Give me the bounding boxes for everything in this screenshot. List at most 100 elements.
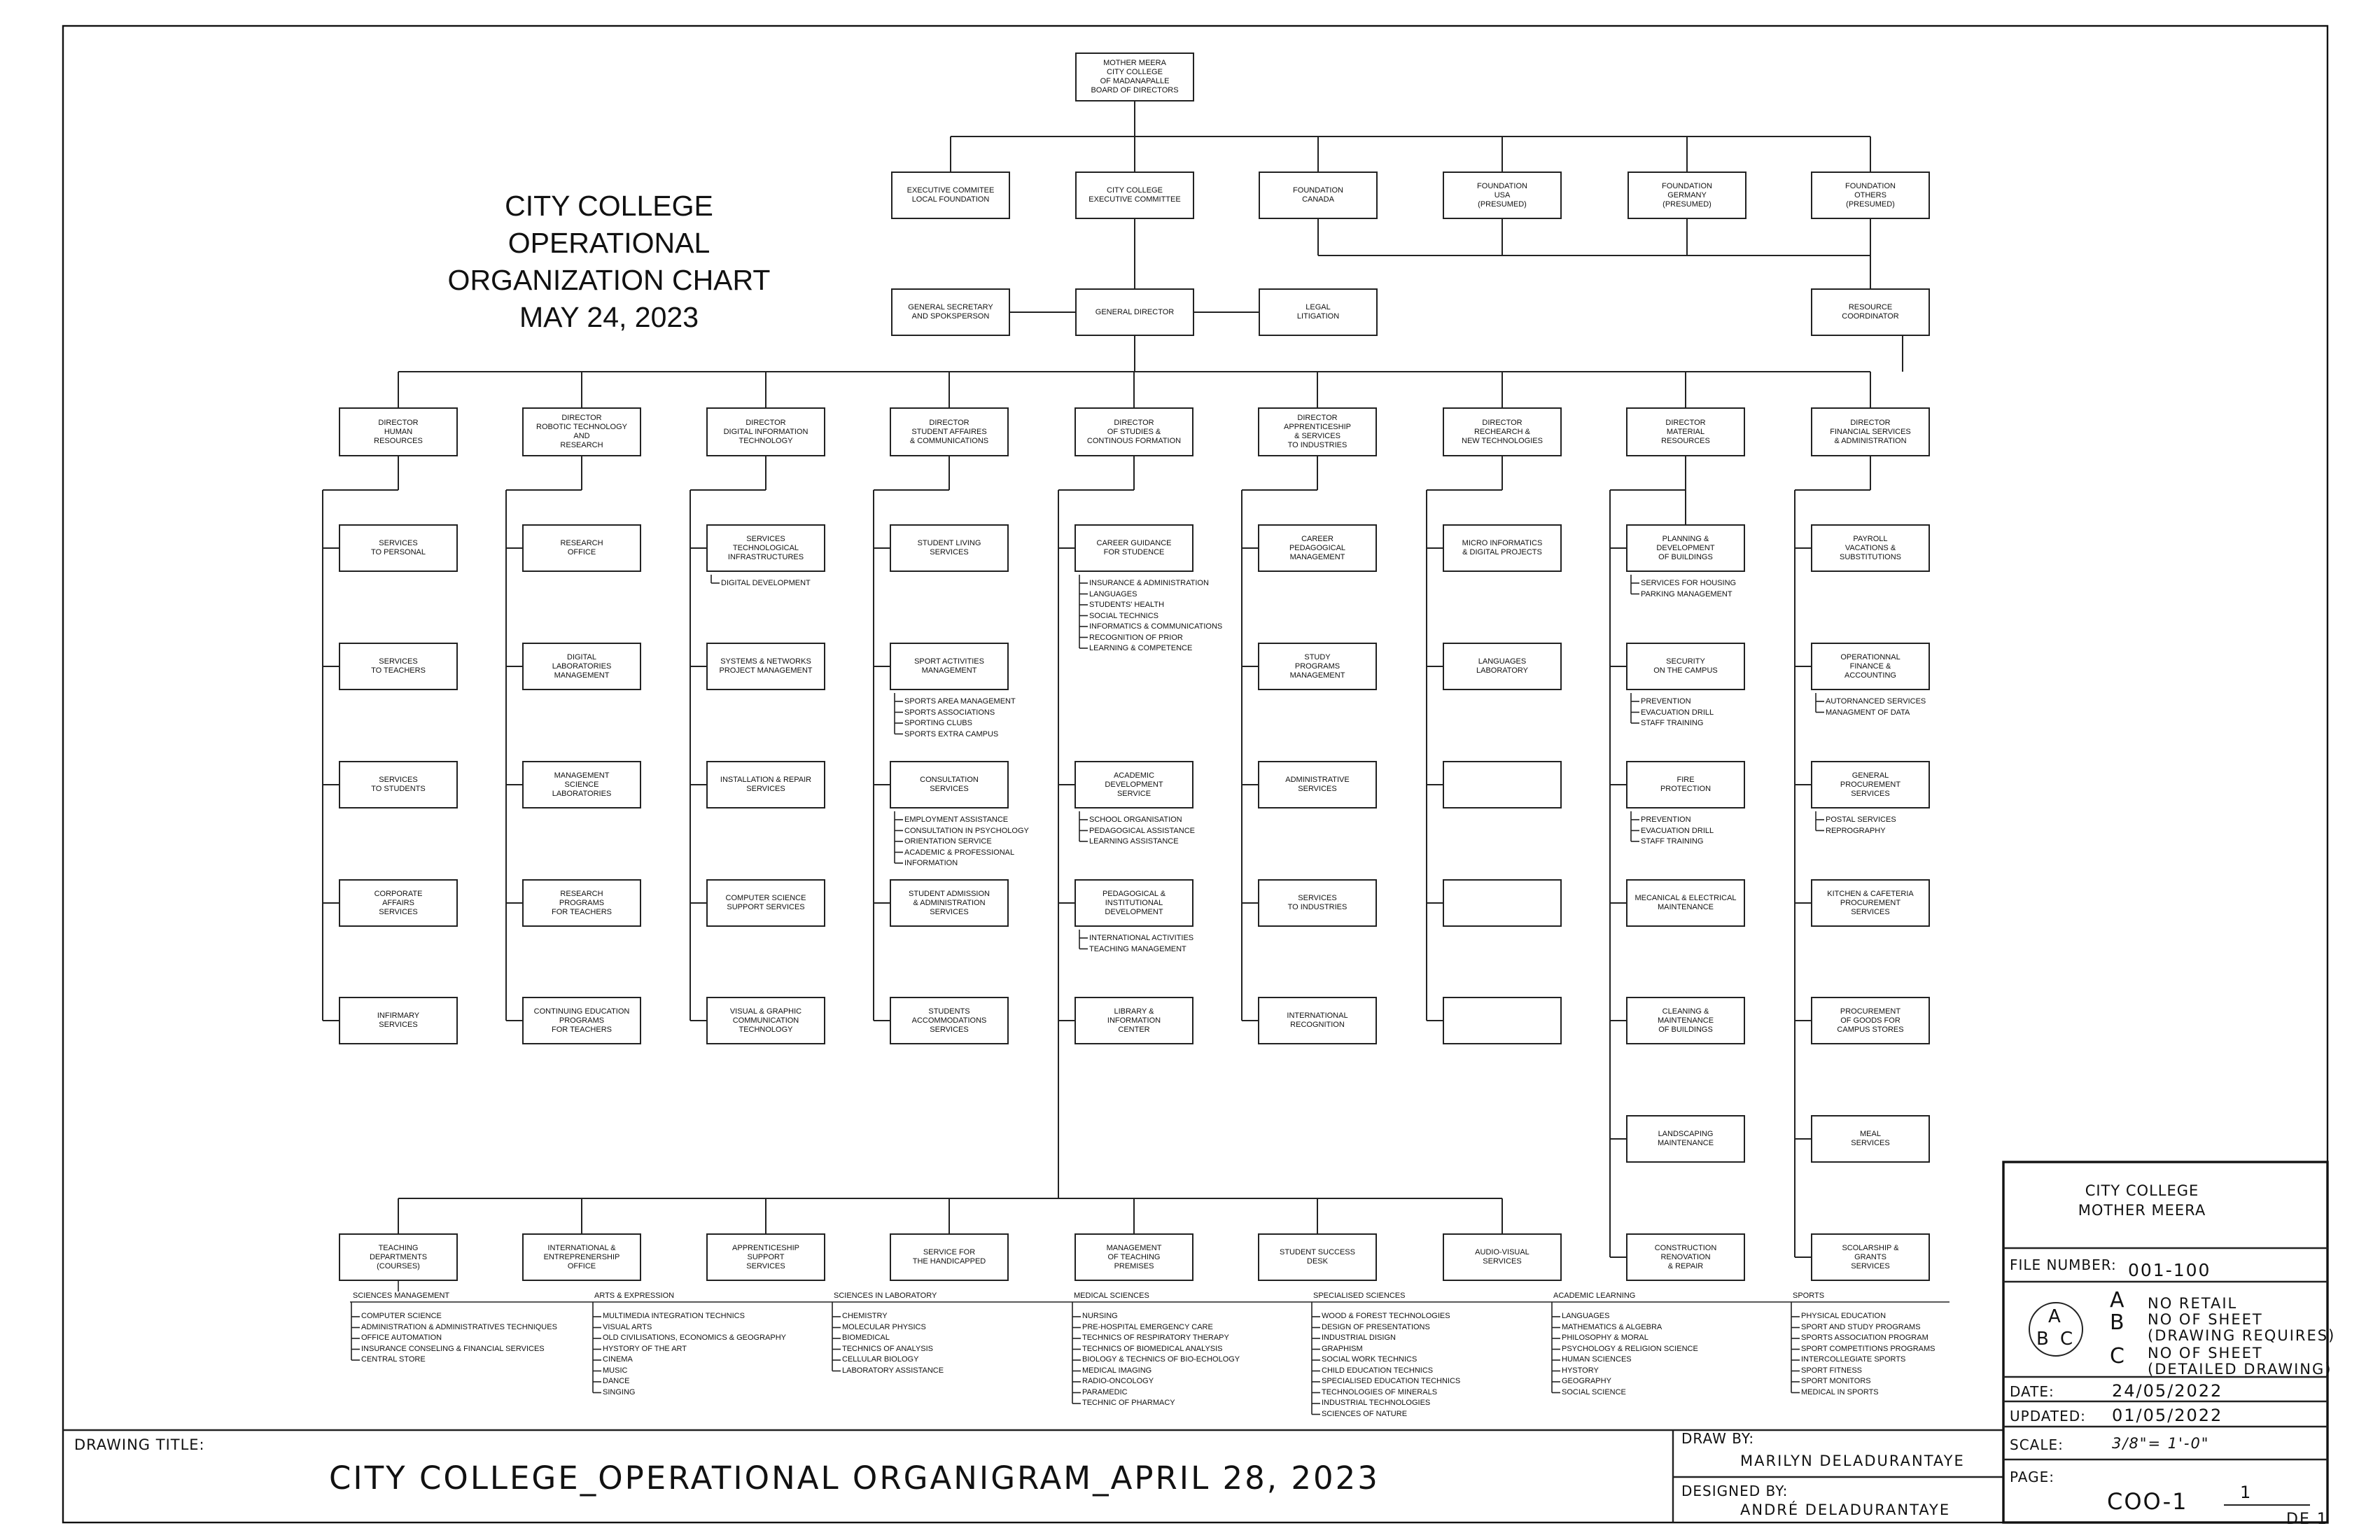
designed-by-name: ANDRÉ DELADURANTAYE — [1740, 1502, 1951, 1518]
sub-list: SERVICES FOR HOUSING PARKING MANAGEMENT — [1641, 579, 1737, 598]
box-f-usa: FOUNDATION USA (PRESUMED) — [1443, 172, 1562, 219]
drawing-title-label: DRAWING TITLE: — [74, 1436, 205, 1453]
service-box: LIBRARY & INFORMATION CENTER — [1074, 997, 1194, 1044]
legend-b-text: NO OF SHEET (DRAWING REQUIRES) — [2148, 1311, 2336, 1344]
section-course-list: NURSING PRE-HOSPITAL EMERGENCY CARE TECH… — [1082, 1312, 1240, 1407]
director-box: DIRECTOR OF STUDIES & CONTINOUS FORMATIO… — [1074, 407, 1194, 456]
section-title: ACADEMIC LEARNING — [1553, 1292, 1636, 1300]
title-block-frame — [2002, 1161, 2329, 1524]
updated-value: 01/05/2022 — [2112, 1406, 2223, 1425]
section-course-list: LANGUAGES MATHEMATICS & ALGEBRA PHILOSOP… — [1562, 1312, 1698, 1396]
board-of-directors-box: MOTHER MEERA CITY COLLEGE OF MADANAPALLE… — [1075, 52, 1194, 102]
legend-b-letter: B — [2110, 1310, 2126, 1335]
box-f-others: FOUNDATION OTHERS (PRESUMED) — [1811, 172, 1930, 219]
service-box: PLANNING & DEVELOPMENT OF BUILDINGS — [1626, 524, 1745, 572]
service-box: CONSULTATION SERVICES — [890, 761, 1009, 808]
service-box: MEAL SERVICES — [1811, 1115, 1930, 1163]
updated-label: UPDATED: — [2010, 1408, 2086, 1424]
service-box: FIRE PROTECTION — [1626, 761, 1745, 808]
service-box: MICRO INFORMATICS & DIGITAL PROJECTS — [1443, 524, 1562, 572]
legal-litigation-box: LEGAL LITIGATION — [1259, 288, 1378, 336]
bottom-service-box: STUDENT SUCCESS DESK — [1258, 1233, 1377, 1281]
section-course-list: PHYSICAL EDUCATION SPORT AND STUDY PROGR… — [1801, 1312, 1935, 1396]
bottom-service-box: TEACHING DEPARTMENTS (COURSES) — [339, 1233, 458, 1281]
sub-list: SCHOOL ORGANISATION PEDAGOGICAL ASSISTAN… — [1089, 816, 1195, 846]
section-title: SCIENCES IN LABORATORY — [834, 1292, 937, 1300]
draw-by-label: DRAW BY: — [1681, 1430, 1755, 1447]
service-box: STUDENT ADMISSION & ADMINISTRATION SERVI… — [890, 879, 1009, 927]
service-box: INTERNATIONAL RECOGNITION — [1258, 997, 1377, 1044]
sub-list: SPORTS AREA MANAGEMENT SPORTS ASSOCIATIO… — [904, 697, 1016, 738]
draw-by-name: MARILYN DELADURANTAYE — [1740, 1452, 1965, 1469]
date-value: 24/05/2022 — [2112, 1381, 2223, 1401]
box-exec-city: CITY COLLEGE EXECUTIVE COMMITTEE — [1075, 172, 1194, 219]
service-box: SERVICES TECHNOLOGICAL INFRASTRUCTURES — [706, 524, 825, 572]
service-box: SCOLARSHIP & GRANTS SERVICES — [1811, 1233, 1930, 1281]
service-box: PROCUREMENT OF GOODS FOR CAMPUS STORES — [1811, 997, 1930, 1044]
bottom-service-box: APPRENTICESHIP SUPPORT SERVICES — [706, 1233, 825, 1281]
service-box: GENERAL PROCUREMENT SERVICES — [1811, 761, 1930, 808]
box-f-canada: FOUNDATION CANADA — [1259, 172, 1378, 219]
file-number: 001-100 — [2128, 1260, 2211, 1280]
service-box: LANGUAGES LABORATORY — [1443, 643, 1562, 690]
general-director-box: GENERAL DIRECTOR — [1075, 288, 1194, 336]
section-title: ARTS & EXPRESSION — [594, 1292, 675, 1300]
file-number-label: FILE NUMBER: — [2010, 1256, 2117, 1273]
resource-coordinator-box: RESOURCE COORDINATOR — [1811, 288, 1930, 336]
service-box: STUDENTS ACCOMMODATIONS SERVICES — [890, 997, 1009, 1044]
designed-by-label: DESIGNED BY: — [1681, 1483, 1788, 1499]
date-label: DATE: — [2010, 1383, 2054, 1400]
sub-list: PREVENTION EVACUATION DRILL STAFF TRAINI… — [1641, 697, 1714, 727]
service-box: MECANICAL & ELECTRICAL MAINTENANCE — [1626, 879, 1745, 927]
section-title: SPORTS — [1793, 1292, 1825, 1300]
service-box: RESEARCH PROGRAMS FOR TEACHERS — [522, 879, 641, 927]
service-box: PEDAGOGICAL & INSTITUTIONAL DEVELOPMENT — [1074, 879, 1194, 927]
section-title: SCIENCES MANAGEMENT — [353, 1292, 450, 1300]
page-label: PAGE: — [2010, 1469, 2054, 1485]
section-title: SPECIALISED SCIENCES — [1313, 1292, 1406, 1300]
service-box: COMPUTER SCIENCE SUPPORT SERVICES — [706, 879, 825, 927]
page-value: COO-1 — [2107, 1488, 2188, 1515]
service-box: RESEARCH OFFICE — [522, 524, 641, 572]
service-box: INSTALLATION & REPAIR SERVICES — [706, 761, 825, 808]
box-f-germany: FOUNDATION GERMANY (PRESUMED) — [1628, 172, 1746, 219]
service-box: SERVICES TO INDUSTRIES — [1258, 879, 1377, 927]
legend-c-letter: C — [2110, 1344, 2126, 1368]
sub-list: EMPLOYMENT ASSISTANCE CONSULTATION IN PS… — [904, 816, 1029, 867]
section-title: MEDICAL SCIENCES — [1074, 1292, 1149, 1300]
service-box: CORPORATE AFFAIRS SERVICES — [339, 879, 458, 927]
sheet-number: 1 — [2240, 1483, 2253, 1502]
section-course-list: CHEMISTRY MOLECULAR PHYSICS BIOMEDICAL T… — [842, 1312, 944, 1375]
sub-list: INSURANCE & ADMINISTRATION LANGUAGES STU… — [1089, 579, 1223, 652]
service-box: MANAGEMENT SCIENCE LABORATORIES — [522, 761, 641, 808]
general-secretary-box: GENERAL SECRETARY AND SPOKSPERSON — [891, 288, 1010, 336]
service-box: CLEANING & MAINTENANCE OF BUILDINGS — [1626, 997, 1745, 1044]
service-box: CONSTRUCTION RENOVATION & REPAIR — [1626, 1233, 1745, 1281]
director-box: DIRECTOR FINANCIAL SERVICES & ADMINISTRA… — [1811, 407, 1930, 456]
service-box: PAYROLL VACATIONS & SUBSTITUTIONS — [1811, 524, 1930, 572]
service-box: KITCHEN & CAFETERIA PROCUREMENT SERVICES — [1811, 879, 1930, 927]
service-box: CAREER GUIDANCE FOR STUDENCE — [1074, 524, 1194, 572]
bottom-service-box: INTERNATIONAL & ENTREPRENERSHIP OFFICE — [522, 1233, 641, 1281]
box-exec-local: EXECUTIVE COMMITEE LOCAL FOUNDATION — [891, 172, 1010, 219]
service-box: CAREER PEDAGOGICAL MANAGEMENT — [1258, 524, 1377, 572]
service-box: CONTINUING EDUCATION PROGRAMS FOR TEACHE… — [522, 997, 641, 1044]
service-box: SPORT ACTIVITIES MANAGEMENT — [890, 643, 1009, 690]
seal-letter-c: C — [2060, 1329, 2073, 1350]
sub-list: INTERNATIONAL ACTIVITIES TEACHING MANAGE… — [1089, 934, 1194, 953]
service-box: LANDSCAPING MAINTENANCE — [1626, 1115, 1745, 1163]
service-box: SERVICES TO STUDENTS — [339, 761, 458, 808]
legend-c-text: NO OF SHEET (DETAILED DRAWING) — [2148, 1345, 2332, 1378]
section-course-list: COMPUTER SCIENCE ADMINISTRATION & ADMINI… — [361, 1312, 557, 1364]
service-box: SECURITY ON THE CAMPUS — [1626, 643, 1745, 690]
seal-letter-a: A — [2048, 1306, 2061, 1327]
service-box: SERVICES TO PERSONAL — [339, 524, 458, 572]
sub-list: DIGITAL DEVELOPMENT — [721, 579, 811, 587]
sub-list: POSTAL SERVICES REPROGRAPHY — [1826, 816, 1896, 835]
drawing-title: CITY COLLEGE_OPERATIONAL ORGANIGRAM_APRI… — [329, 1460, 1380, 1497]
service-box — [1443, 761, 1562, 808]
service-box: OPERATIONNAL FINANCE & ACCOUNTING — [1811, 643, 1930, 690]
scale-value: 3/8"= 1'-0" — [2112, 1435, 2210, 1452]
service-box: INFIRMARY SERVICES — [339, 997, 458, 1044]
